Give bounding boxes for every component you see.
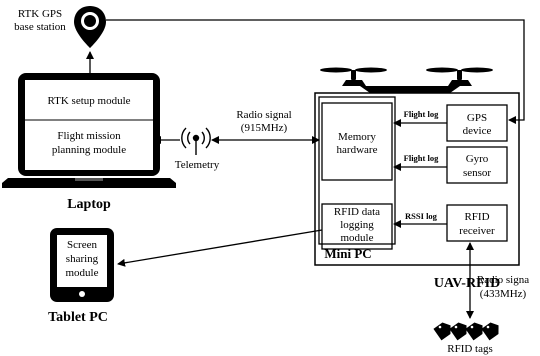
base-station-label-1: RTK GPS [18, 8, 62, 20]
rfid-log-line-3: module [341, 232, 374, 244]
gps-line-1: GPS [467, 112, 487, 124]
radio-signal-label-2: (915MHz) [241, 122, 288, 134]
flight-log-label-1: Flight log [404, 109, 439, 119]
gyro-line-2: sensor [463, 167, 491, 179]
uav-rfid-box [314, 92, 520, 266]
rfid-log-line-2: logging [340, 219, 374, 231]
memory-hardware-box [321, 102, 393, 181]
rfid-receiver-box [446, 204, 508, 242]
rfid-radio-label-2: (433MHz) [480, 288, 527, 300]
rssi-log-label: RSSI log [405, 211, 438, 221]
rtk-setup-module: RTK setup module [47, 95, 130, 107]
tablet-line-1: Screen [67, 239, 97, 251]
radio-signal-label-1: Radio signal [236, 109, 291, 121]
memory-line-2: hardware [337, 144, 378, 156]
gyro-line-1: Gyro [466, 153, 489, 165]
mini-pc-caption: Mini PC [324, 246, 371, 261]
base-station-label-2: base station [14, 21, 66, 33]
gyro-sensor-box [446, 146, 508, 184]
gps-line-2: device [463, 125, 492, 137]
rfid-rx-line-1: RFID [464, 211, 489, 223]
tablet-caption: Tablet PC [48, 310, 108, 325]
logging-to-tablet-arrow [117, 229, 323, 267]
drone-propellers-icon [320, 67, 493, 93]
rfid-tags-icon [433, 322, 499, 341]
telemetry-antenna-icon [181, 127, 211, 155]
rfid-logging-box [321, 203, 393, 250]
laptop-icon [2, 73, 176, 188]
flight-log-label-2: Flight log [404, 153, 439, 163]
rfid-log-line-1: RFID data [334, 206, 380, 218]
flight-mission-line-2: planning module [52, 144, 126, 156]
rfid-tags-label: RFID tags [447, 343, 493, 355]
memory-line-1: Memory [338, 131, 376, 143]
laptop-caption: Laptop [67, 197, 111, 212]
telemetry-label: Telemetry [175, 159, 220, 171]
tablet-line-3: module [66, 267, 99, 279]
rfid-radio-label-1: Radio signa [477, 274, 529, 286]
tablet-icon [50, 228, 114, 302]
rfid-rx-line-2: receiver [459, 225, 495, 237]
flight-mission-line-1: Flight mission [57, 130, 121, 142]
tablet-line-2: sharing [66, 253, 99, 265]
base-to-gps-connector [106, 19, 525, 124]
gps-pin-icon [74, 6, 106, 48]
